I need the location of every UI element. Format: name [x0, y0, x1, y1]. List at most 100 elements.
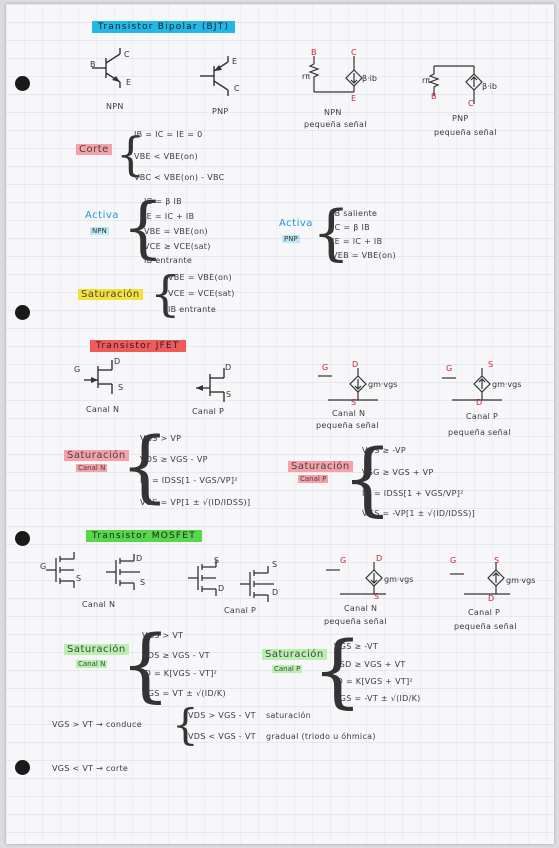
mosfet-sat-n-label: Saturación [64, 644, 129, 655]
mosfet-n-s-letter: S [76, 574, 82, 583]
jfet-sat-p-eq: ID = IDSS[1 + VGS/VP]² [362, 489, 464, 498]
jfet-sat-n-brace: { [120, 422, 170, 512]
bjt-activa-npn-eq: VBE = VBE(on) [144, 227, 208, 236]
jfet-p-caption: Canal P [192, 407, 225, 416]
pnp-caption: PNP [212, 107, 229, 116]
binder-hole [15, 531, 30, 546]
jfet-p-symbol-icon [196, 368, 225, 402]
bjt-activa-pnp-eq: IC = β IB [332, 223, 370, 232]
bjt-ss-pnp-c-letter: C [468, 99, 474, 108]
bjt-activa-pnp-eq: IE = IC + IB [332, 237, 383, 246]
mosfet-p-d2-letter: D [272, 588, 279, 597]
mosfet-n-body-symbol-icon [106, 554, 140, 590]
bjt-activa-pnp-eq: IB saliente [332, 209, 378, 218]
bjt-activa-npn-eq: IB entrante [144, 256, 193, 265]
pnp-symbol-icon [200, 56, 229, 96]
bjt-saturacion-eq: VCE = VCE(sat) [168, 289, 235, 298]
jfet-n-symbol-icon [84, 360, 113, 394]
mosfet-p-body-symbol-icon [240, 566, 274, 602]
bjt-ss-pnp-note: pequeña señal [434, 128, 497, 137]
bjt-activa-npn-eq: IC = β IB [144, 197, 182, 206]
mosfet-ss-n-note: pequeña señal [324, 617, 387, 626]
bjt-ss-e-letter: E [351, 94, 357, 103]
bjt-corte-eq: VBC < VBE(on) - VBC [134, 173, 225, 182]
mosfet-sat-n-eq: VDS ≥ VGS - VT [142, 651, 210, 660]
npn-emitter-letter: E [126, 78, 132, 87]
mosfet-ss-p-s-letter: S [494, 556, 500, 565]
jfet-p-small-signal-icon [442, 368, 502, 401]
jfet-sat-n-label: Saturación [64, 450, 129, 461]
bjt-pnp-small-signal-icon [428, 65, 483, 104]
mosfet-n-caption: Canal N [82, 600, 116, 609]
bjt-ss-pnp-b-letter: B [431, 92, 437, 101]
mosfet-n-g-letter: G [40, 562, 47, 571]
bjt-saturacion-eq: IB entrante [168, 305, 217, 314]
mosfet-p-caption: Canal P [224, 606, 257, 615]
mosfet-ss-p-note: pequeña señal [454, 622, 517, 631]
binder-hole [15, 76, 30, 91]
jfet-sat-p-eq: VGS = -VP[1 ± √(ID/IDSS)] [362, 509, 476, 518]
mosfet-ss-n-d-letter: D [376, 554, 383, 563]
jfet-ss-n-s-letter: S [351, 398, 357, 407]
bjt-activa-pnp-brace: { [312, 198, 351, 268]
bjt-ss-rpi-label: rπ [302, 72, 311, 81]
jfet-ss-p-d-letter: D [476, 398, 483, 407]
jfet-n-small-signal-icon [318, 368, 378, 401]
bjt-activa-npn-sub: NPN [90, 227, 109, 235]
bjt-corte-eq: VBE < VBE(on) [134, 152, 198, 161]
mosfet-rule-corte: VGS < VT → corte [52, 764, 129, 773]
bjt-npn-small-signal-icon [308, 56, 363, 93]
mosfet-ss-n-s-letter: S [374, 592, 380, 601]
mosfet-sat-p-eq: ID = K[VGS + VT]² [334, 677, 414, 686]
jfet-n-d-letter: D [114, 357, 121, 366]
jfet-sat-p-label: Saturación [288, 461, 353, 472]
bjt-activa-npn-label: Activa [85, 210, 119, 221]
bjt-corte-label: Corte [76, 144, 112, 155]
mosfet-rule-brace: { [172, 700, 199, 749]
mosfet-sat-p-label: Saturación [262, 649, 327, 660]
pnp-collector-letter: C [234, 84, 240, 93]
mosfet-n-small-signal-icon [326, 562, 386, 595]
npn-symbol-icon [92, 48, 121, 88]
bjt-ss-pnp-rpi-label: rπ [422, 76, 431, 85]
mosfet-sat-n-eq: ID = K[VGS - VT]² [142, 669, 218, 678]
mosfet-p-s2-letter: S [272, 560, 278, 569]
bjt-ss-pnp-caption: PNP [452, 114, 469, 123]
pnp-emitter-letter: E [232, 57, 238, 66]
mosfet-p-d-letter: D [218, 584, 225, 593]
jfet-sat-p-brace: { [342, 432, 393, 525]
mosfet-sat-n-eq: VGS > VT [142, 631, 184, 640]
mosfet-sat-n-eq: VGS = VT ± √(ID/K) [142, 689, 226, 698]
mosfet-p-symbol-icon [188, 560, 217, 596]
mosfet-sat-p-eq: VGS ≥ -VT [334, 642, 379, 651]
jfet-ss-n-note: pequeña señal [316, 421, 379, 430]
mosfet-rule-opt1: VDS > VGS - VT [188, 711, 256, 720]
mosfet-n-symbol-icon [46, 552, 75, 588]
mosfet-sat-n-sub: Canal N [76, 660, 108, 668]
bjt-ss-npn-caption: NPN [324, 108, 342, 117]
jfet-ss-n-gm-label: gm·vgs [368, 380, 398, 389]
bjt-ss-b-letter: B [311, 48, 317, 57]
mosfet-n-s2-letter: S [140, 578, 146, 587]
npn-base-letter: B [90, 60, 96, 69]
mosfet-sat-p-eq: VGS = -VT ± √(ID/K) [334, 694, 421, 703]
jfet-p-s-letter: S [226, 390, 232, 399]
jfet-sat-n-eq: VGS > VP [140, 434, 182, 443]
mosfet-rule-res1: saturación [266, 711, 312, 720]
bjt-ss-gm-label: β·ib [362, 74, 377, 83]
mosfet-p-small-signal-icon [450, 562, 510, 595]
mosfet-ss-p-d-letter: D [488, 594, 495, 603]
jfet-ss-n-g-letter: G [322, 363, 329, 372]
jfet-sat-p-eq: VSG ≥ VGS + VP [362, 468, 434, 477]
jfet-ss-p-gm-label: gm·vgs [492, 380, 522, 389]
jfet-ss-n-caption: Canal N [332, 409, 366, 418]
bjt-activa-pnp-sub: PNP [282, 235, 300, 243]
bjt-activa-npn-brace: { [122, 189, 164, 266]
binder-hole [15, 760, 30, 775]
bjt-activa-pnp-label: Activa [279, 218, 313, 229]
mosfet-rule-opt2: VDS < VGS - VT [188, 732, 256, 741]
notebook-page: Transistor Bipolar (BJT) B C E NPN E C P… [6, 4, 554, 844]
mosfet-sat-p-brace: { [312, 624, 363, 717]
bjt-saturacion-eq: VBE = VBE(on) [168, 273, 232, 282]
jfet-sat-n-eq: VDS ≥ VGS - VP [140, 455, 208, 464]
